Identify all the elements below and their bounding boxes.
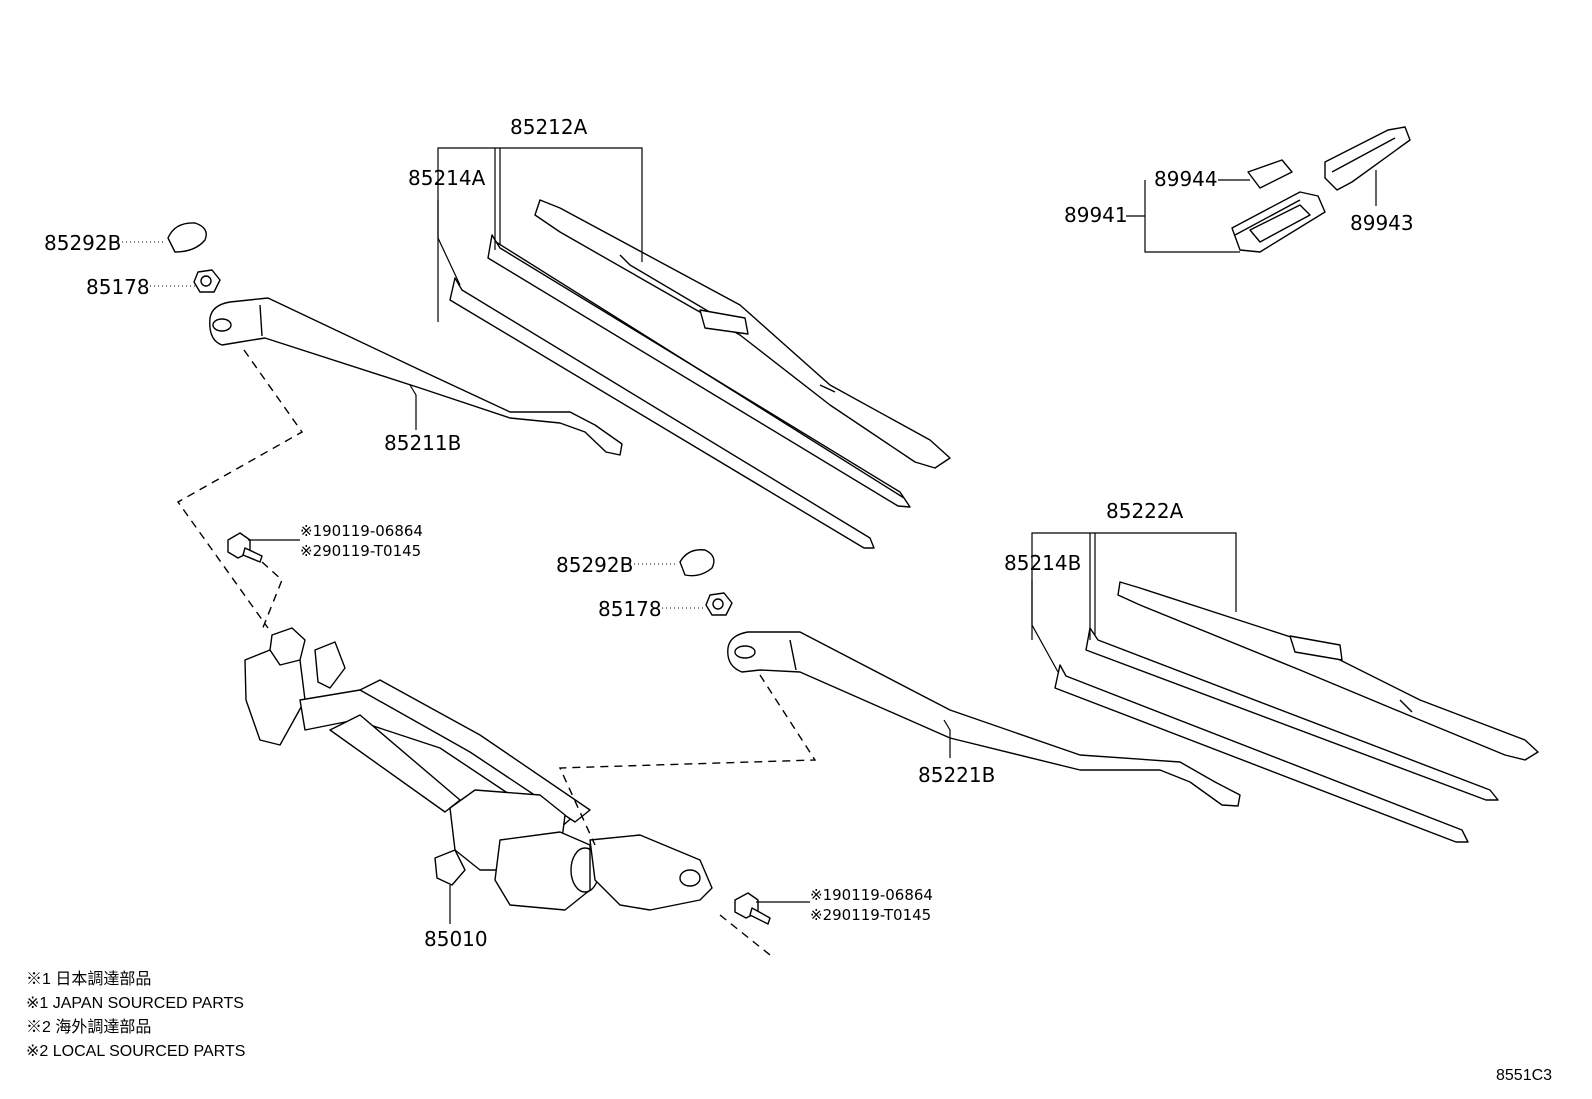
label-85292B-left: 85292B — [44, 231, 121, 255]
leader-85214A — [437, 200, 461, 286]
dashed-guide-bolt-right — [719, 914, 771, 956]
label-89943: 89943 — [1350, 211, 1414, 235]
wiper-arm-cap-85292B-right — [679, 549, 715, 577]
dashed-guide-left-arm — [176, 349, 304, 629]
front-wiper-blade-rubber-85212A — [487, 234, 911, 508]
rain-sensor-89941 — [1231, 191, 1326, 253]
label-85212A: 85212A — [510, 115, 588, 139]
label-85214A: 85214A — [408, 166, 486, 190]
wiper-arm-cap-85292B-left — [167, 222, 207, 253]
note-local-sourced-jp: ※2 海外調達部品 — [26, 1018, 151, 1036]
leader-85214B — [1031, 580, 1059, 673]
dashed-guide-bolt-left — [261, 561, 283, 631]
label-85292B-right: 85292B — [556, 553, 633, 577]
figure-code: 8551C3 — [1496, 1067, 1552, 1084]
front-wiper-arm-85221B — [727, 631, 1241, 807]
rain-sensor-gel-89944 — [1247, 159, 1293, 189]
bolt-left — [227, 532, 263, 563]
wiper-arm-nut-85178-right — [705, 592, 733, 616]
wiper-blade-refill-85214A — [449, 277, 875, 549]
label-85211B: 85211B — [384, 431, 461, 455]
label-85178-left: 85178 — [86, 275, 150, 299]
label-89944: 89944 — [1154, 167, 1218, 191]
label-85214B: 85214B — [1004, 551, 1081, 575]
leader-89941 — [1144, 180, 1240, 253]
front-wiper-arm-85211B — [209, 297, 623, 456]
wiper-arm-nut-85178-left — [193, 269, 221, 293]
leader-85221B — [943, 719, 951, 758]
label-bolt-right-japan: ※190119-06864 — [810, 886, 933, 904]
label-85222A: 85222A — [1106, 499, 1184, 523]
label-85178-right: 85178 — [598, 597, 662, 621]
sourcing-notes: ※1 日本調達部品 ※1 JAPAN SOURCED PARTS ※2 海外調達… — [26, 970, 245, 1060]
note-japan-sourced-en: ※1 JAPAN SOURCED PARTS — [26, 995, 244, 1012]
wiper-blade-refill-85214B — [1054, 664, 1469, 843]
note-local-sourced-en: ※2 LOCAL SOURCED PARTS — [26, 1043, 245, 1060]
front-wiper-blade-rubber-85222A — [1085, 627, 1499, 801]
label-85010: 85010 — [424, 927, 488, 951]
rain-sensor-cover-89943 — [1324, 126, 1411, 191]
label-bolt-left-japan: ※190119-06864 — [300, 522, 423, 540]
front-wiper-blade-85222A — [1117, 581, 1539, 761]
leader-85211B — [409, 384, 417, 430]
front-wiper-blade-85212A — [534, 199, 951, 469]
note-japan-sourced-jp: ※1 日本調達部品 — [26, 970, 151, 988]
bolt-right — [734, 892, 771, 925]
label-85221B: 85221B — [918, 763, 995, 787]
wiper-linkage-motor-85010 — [244, 627, 713, 911]
dashed-guide-right-arm — [558, 674, 817, 846]
label-89941: 89941 — [1064, 203, 1128, 227]
label-bolt-left-local: ※290119-T0145 — [300, 542, 421, 560]
label-bolt-right-local: ※290119-T0145 — [810, 906, 931, 924]
